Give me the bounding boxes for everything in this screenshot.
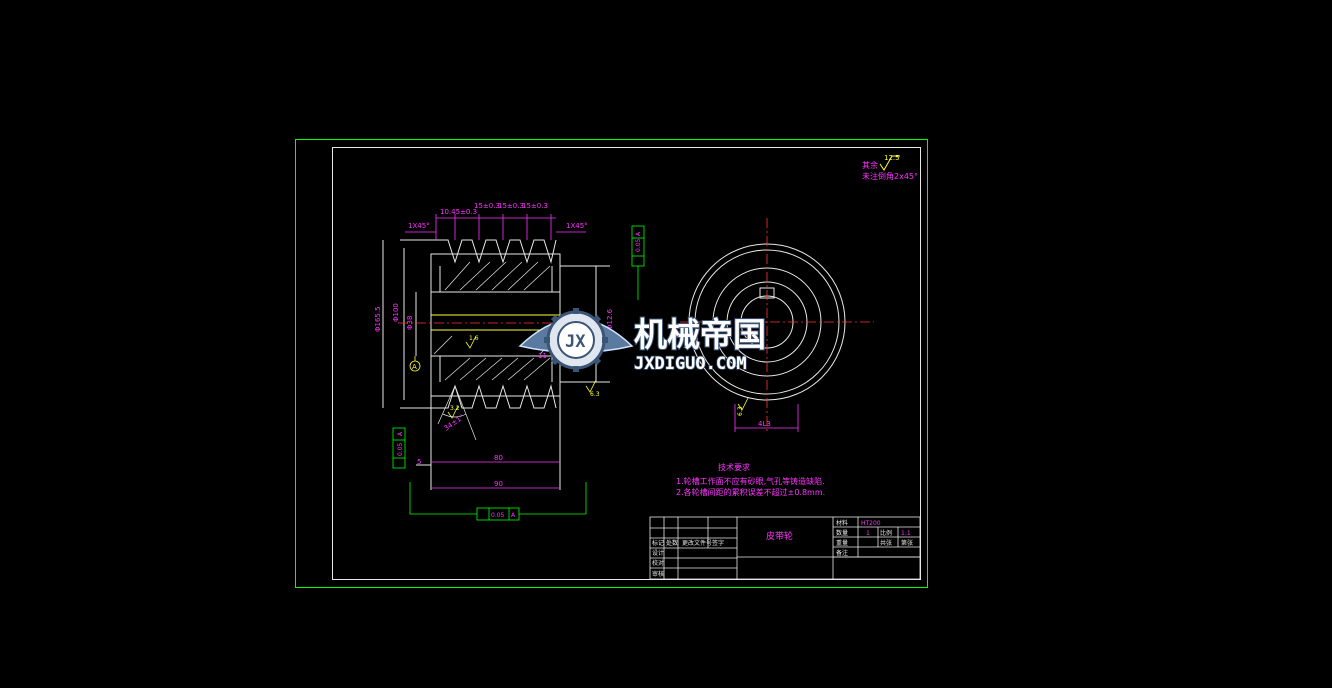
- sheet-label: 共张: [880, 539, 892, 547]
- datum-a-text: A: [412, 363, 417, 371]
- inner-frame: [332, 147, 921, 580]
- roughness-note: 其余 12.5 未注倒角2x45°: [862, 154, 918, 181]
- qty-value: 1: [866, 530, 870, 537]
- design-label: 设计: [652, 549, 664, 557]
- approve-label: 审核: [652, 570, 664, 578]
- roughness-value: 12.5: [884, 154, 900, 162]
- pitch-1-text: 15±0.3: [474, 202, 500, 210]
- top-grooves: [436, 239, 557, 264]
- tol-top-datum: A: [635, 231, 642, 236]
- keyway-width-text: 4L3: [758, 420, 771, 428]
- watermark-logo-text: JX: [565, 332, 586, 352]
- tol-side-datum: A: [397, 431, 404, 436]
- keyway-ra-text: 6.3: [737, 406, 744, 416]
- sheet-label-2: 第张: [901, 539, 913, 547]
- weight-label: 重量: [836, 539, 848, 547]
- pitch-first-text: 10.45±0.3: [440, 208, 477, 216]
- tol-frame-bottom: [409, 482, 587, 521]
- part-name: 皮带轮: [766, 530, 793, 542]
- groove-ra-text: 3.2: [450, 405, 460, 412]
- rev-file: 更改文件号: [682, 539, 712, 547]
- notes-line-2: 2.各轮槽间距的累积误差不超过±0.8mm.: [676, 487, 825, 497]
- roughness-label: 其余: [862, 160, 878, 170]
- end-view-dims: [734, 404, 799, 432]
- len-90-text: 90: [494, 480, 503, 488]
- chamfer-right-text: 1X45°: [566, 222, 588, 230]
- tol-bottom-datum: A: [511, 512, 516, 519]
- outer-frame: [295, 139, 928, 588]
- hub-right-text: Φ12.6: [606, 308, 614, 330]
- od-text: Φ165.5: [374, 306, 382, 332]
- scale-label: 比例: [880, 529, 892, 537]
- watermark-cn: 机械帝国: [634, 315, 766, 354]
- ra-b-text: 6.3: [590, 391, 600, 398]
- notes-heading: 技术要求: [718, 462, 750, 472]
- len-80-text: 80: [494, 454, 503, 462]
- section-dim-text: 1X45° 1X45° 10.45±0.3 15±0.3 15±0.3 15±0…: [374, 202, 614, 488]
- remark-label: 备注: [836, 549, 848, 557]
- rev-sign: 签字: [712, 539, 724, 547]
- gear-icon: [544, 308, 608, 372]
- technical-notes: 技术要求 1.轮槽工作面不应有砂眼,气孔等铸造缺陷. 2.各轮槽间距的累积误差不…: [676, 462, 825, 497]
- chamfer-note: 未注倒角2x45°: [862, 171, 918, 181]
- bottom-grooves: [436, 384, 557, 409]
- len-5-text: 5: [417, 458, 421, 466]
- datum-a: A: [409, 356, 421, 372]
- title-block-text: 皮带轮 材料 HT200 数量 1 比例 1:1 重量 共张 第张 备注 标记 …: [652, 519, 913, 578]
- check-label: 校对: [652, 559, 664, 567]
- section-dimensions: [405, 214, 600, 489]
- watermark: JX 机械帝国 JXDIGUO.COM: [518, 308, 767, 375]
- tol-frame-side: [392, 427, 406, 469]
- section-roughness: 1.6 6.3 3.2: [447, 335, 600, 419]
- pitch-3-text: 15±0.3: [522, 202, 548, 210]
- rev-mark: 标记: [652, 539, 664, 547]
- d100-text: Φ100: [392, 303, 400, 322]
- scale-value: 1:1: [901, 530, 911, 537]
- tol-side-value: 0.05: [397, 442, 404, 456]
- chamfer-left-text: 1X45°: [408, 222, 430, 230]
- end-view-centerlines: [680, 218, 874, 432]
- groove-angle-lines: [437, 385, 477, 441]
- tol-frame-top: [631, 225, 645, 300]
- d38-text: Φ38: [406, 316, 414, 330]
- title-block: [649, 516, 921, 580]
- tol-bottom-value: 0.05: [491, 512, 505, 519]
- material-label: 材料: [836, 519, 848, 527]
- material-value: HT200: [861, 520, 881, 527]
- notes-line-1: 1.轮槽工作面不应有砂眼,气孔等铸造缺陷.: [676, 476, 825, 486]
- tol-top-value: 0.05: [635, 238, 642, 252]
- rev-count: 处数: [666, 539, 678, 547]
- len-11-text: 11: [538, 352, 547, 360]
- qty-label: 数量: [836, 529, 848, 537]
- watermark-en: JXDIGUO.COM: [634, 354, 747, 374]
- ra-a-text: 1.6: [469, 335, 479, 342]
- pitch-2-text: 15±0.3: [498, 202, 524, 210]
